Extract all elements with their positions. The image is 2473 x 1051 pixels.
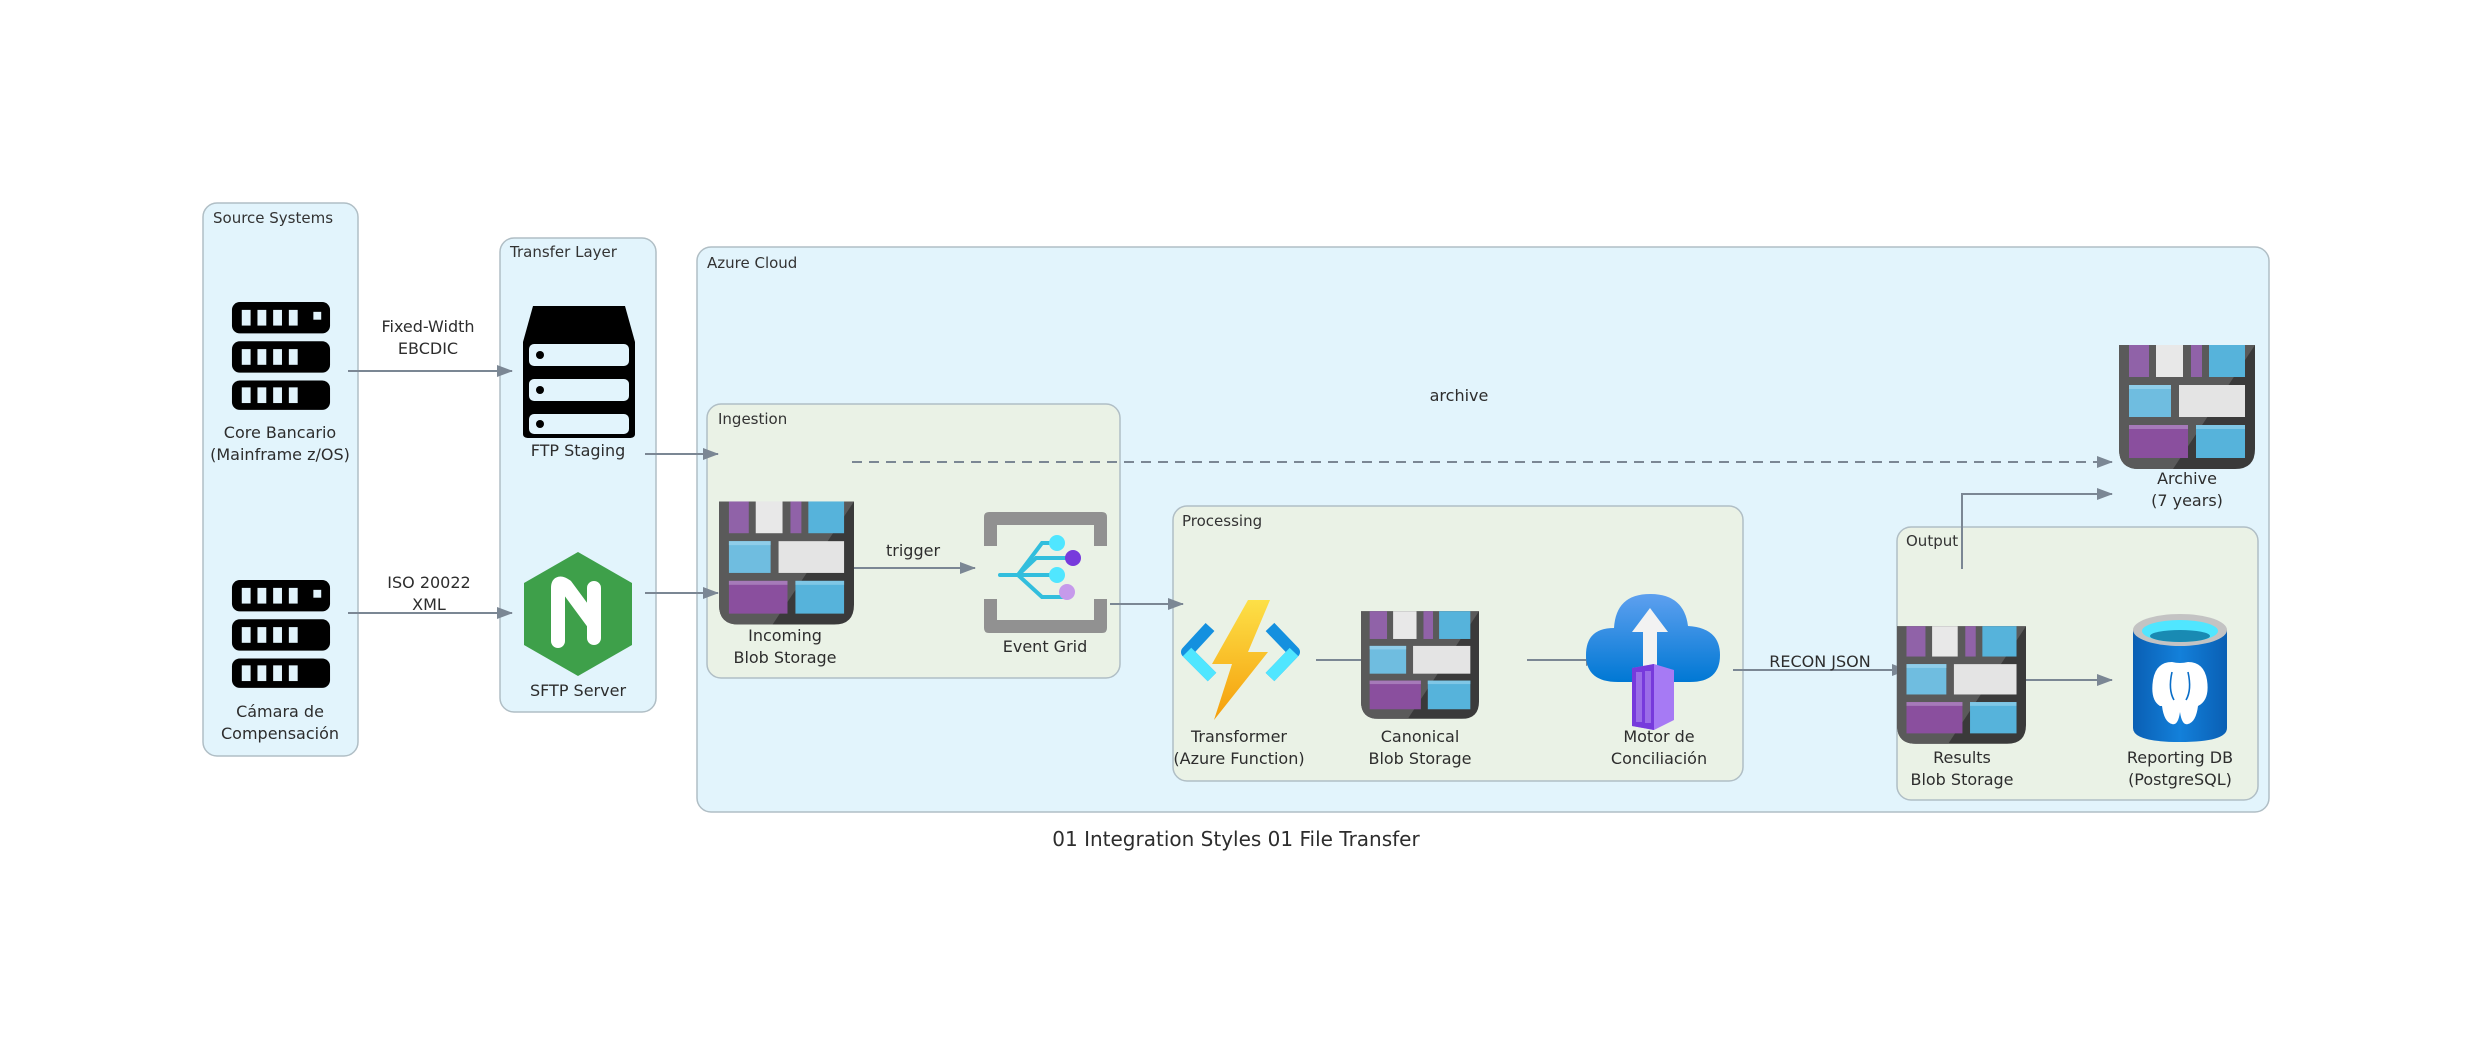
node-label: Cámara de [236, 702, 324, 721]
node-label: Archive [2157, 469, 2217, 488]
node-label: Transformer [1190, 727, 1287, 746]
node-archive[interactable]: Archive (7 years) [2119, 345, 2255, 510]
storage-stack-icon [523, 306, 635, 438]
node-label: Results [1933, 748, 1991, 767]
node-label: (Azure Function) [1173, 749, 1304, 768]
node-label: Incoming [748, 626, 822, 645]
blob-storage-icon [1897, 626, 2026, 744]
node-label: Canonical [1381, 727, 1460, 746]
cluster-label-transfer-layer: Transfer Layer [509, 243, 618, 261]
container-app-icon [1586, 594, 1720, 730]
edge-label-iso20022: ISO 20022 [387, 573, 470, 592]
edges: Fixed-Width EBCDIC ISO 20022 XML trigger… [348, 317, 2113, 686]
server-rack-icon [231, 580, 331, 688]
node-label: (7 years) [2151, 491, 2223, 510]
edge-label-fixed-width: Fixed-Width [381, 317, 474, 336]
node-label: Blob Storage [733, 648, 836, 667]
cluster-label-processing: Processing [1182, 512, 1262, 530]
edge-label-xml: XML [412, 595, 446, 614]
edge-label-ebcdic: EBCDIC [398, 339, 458, 358]
node-results-blob-storage[interactable]: Results Blob Storage [1897, 626, 2026, 789]
node-reporting-db[interactable]: Reporting DB (PostgreSQL) [2127, 614, 2233, 789]
azure-function-icon [1181, 600, 1300, 720]
node-label: Blob Storage [1368, 749, 1471, 768]
node-label: Motor de [1623, 727, 1694, 746]
node-sftp-server[interactable]: SFTP Server [524, 552, 632, 700]
node-core-bancario[interactable]: Core Bancario (Mainframe z/OS) [210, 302, 350, 464]
node-label: Core Bancario [224, 423, 336, 442]
node-label: Event Grid [1003, 637, 1088, 656]
server-rack-icon [231, 302, 331, 410]
diagram-title: 01 Integration Styles 01 File Transfer [1052, 827, 1420, 851]
cluster-label-output: Output [1906, 532, 1958, 550]
node-label: SFTP Server [530, 681, 626, 700]
postgresql-icon [2133, 614, 2227, 742]
edge-label-archive: archive [1430, 386, 1489, 405]
node-camara-de-compensacion[interactable]: Cámara de Compensación [221, 580, 339, 743]
nginx-icon [524, 552, 632, 676]
node-label: Compensación [221, 724, 339, 743]
node-label: Blob Storage [1910, 770, 2013, 789]
node-label: FTP Staging [531, 441, 626, 460]
node-incoming-blob-storage[interactable]: Incoming Blob Storage [719, 501, 854, 667]
node-transformer[interactable]: Transformer (Azure Function) [1173, 600, 1305, 768]
blob-storage-icon [719, 501, 854, 625]
cluster-label-azure-cloud: Azure Cloud [707, 254, 797, 272]
edge-label-recon-json: RECON JSON [1769, 652, 1870, 671]
node-canonical-blob-storage[interactable]: Canonical Blob Storage [1361, 611, 1479, 768]
node-motor-de-conciliacion[interactable]: Motor de Conciliación [1586, 594, 1720, 768]
node-label: Conciliación [1611, 749, 1707, 768]
node-event-grid[interactable]: Event Grid [984, 512, 1107, 656]
cluster-label-source-systems: Source Systems [213, 209, 333, 227]
cluster-source-systems: Source Systems [202, 202, 359, 757]
blob-storage-icon [1361, 611, 1479, 719]
edge-label-trigger: trigger [886, 541, 940, 560]
edge-output-to-archive [1961, 488, 2113, 569]
blob-storage-icon [2119, 345, 2255, 469]
node-label: (Mainframe z/OS) [210, 445, 350, 464]
node-label: (PostgreSQL) [2128, 770, 2232, 789]
cluster-label-ingestion: Ingestion [718, 410, 787, 428]
node-label: Reporting DB [2127, 748, 2233, 767]
node-ftp-staging[interactable]: FTP Staging [523, 306, 635, 460]
event-grid-icon [984, 512, 1107, 633]
